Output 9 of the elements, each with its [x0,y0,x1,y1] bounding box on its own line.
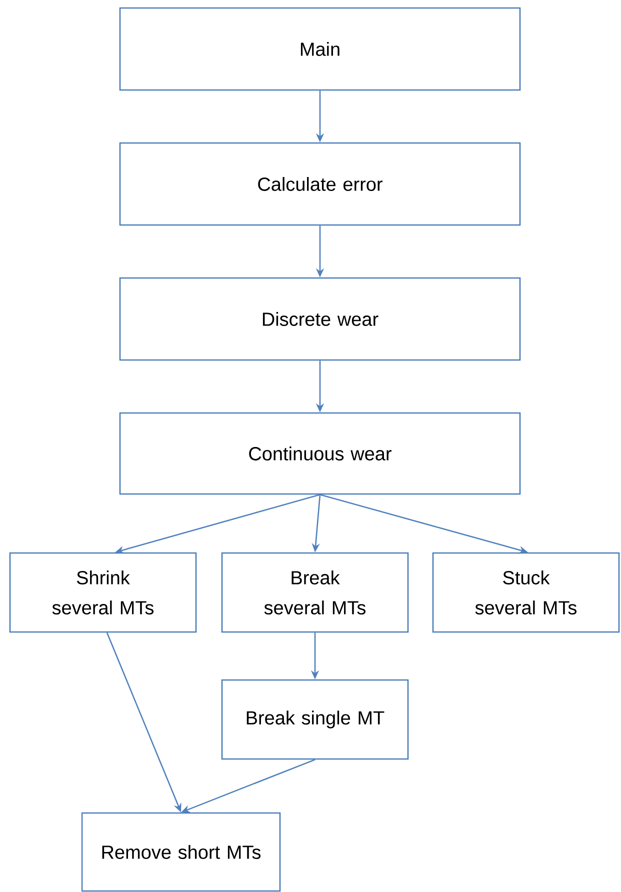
process-box: Discrete wear [119,277,521,361]
process-box: Break several MTs [221,552,409,633]
process-box: Remove short MTs [81,812,281,892]
process-box: Continuous wear [119,412,521,495]
process-box: Main [119,7,521,91]
process-box: Calculate error [119,142,521,226]
process-box: Break single MT [221,679,409,760]
process-box: Stuck several MTs [432,552,620,633]
process-box: Shrink several MTs [9,552,197,633]
